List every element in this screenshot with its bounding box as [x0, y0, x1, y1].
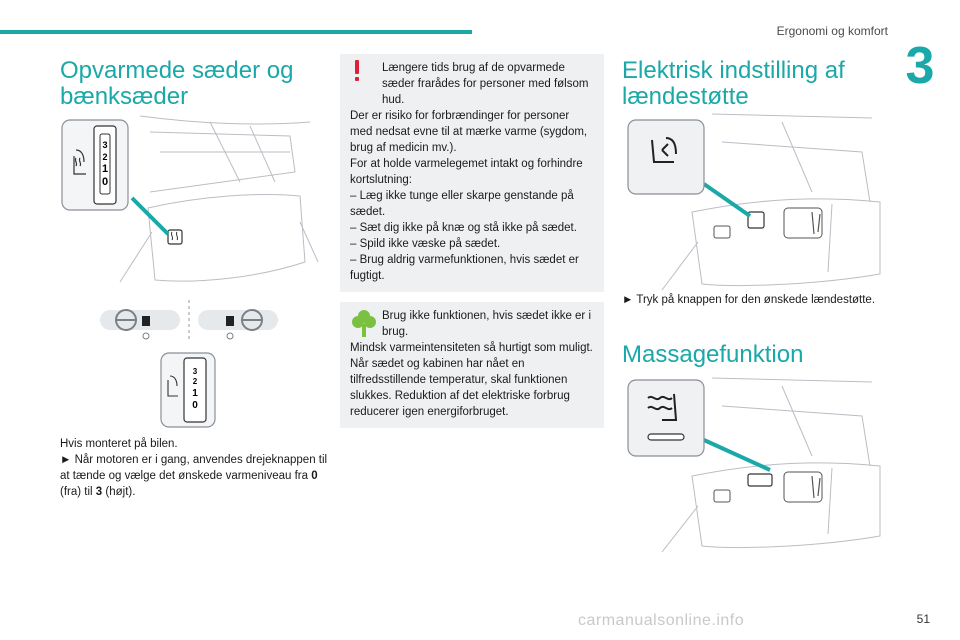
heated-seats-title: Opvarmede sæder og bænksæder: [60, 57, 294, 110]
warning-text: Der er risiko for forbrændinger for pers…: [350, 110, 588, 154]
section-title: Ergonomi og komfort: [776, 24, 888, 38]
massage-button: [747, 473, 773, 487]
lumbar-illustration: [627, 113, 881, 291]
warning-text: – Sæt dig ikke på knæ og stå ikke på sæd…: [350, 222, 577, 234]
page-number: 51: [916, 612, 930, 626]
warning-icon: [355, 60, 359, 81]
rear-seat-heat-dial: 3 2 1 0: [160, 352, 216, 428]
header-accent-bar: [0, 30, 472, 34]
warning-text: – Spild ikke væske på sædet.: [350, 238, 501, 250]
eco-text: Mindsk varmeintensiteten så hurtigt som …: [350, 342, 593, 354]
dial-label: 2: [102, 152, 107, 162]
massage-illustration: [627, 377, 881, 552]
lumbar-instruction: ► Tryk på knappen for den ønskede lændes…: [622, 294, 876, 306]
eco-text: Når sædet og kabinen har nået en tilfred…: [350, 358, 570, 418]
heated-seats-text: Hvis monteret på bilen. ► Når motoren er…: [60, 436, 328, 500]
warning-text: – Læg ikke tunge eller skarpe genstande …: [350, 190, 574, 218]
warning-notice: Længere tids brug af de opvarmede sæder …: [340, 54, 604, 292]
warning-text: Længere tids brug af de opvarmede sæder …: [382, 62, 589, 106]
lumbar-button: [747, 211, 765, 229]
warning-text: – Brug aldrig varmefunktionen, hvis sæde…: [350, 254, 579, 282]
dial-label: 2: [193, 377, 198, 386]
lumbar-icon: [651, 137, 677, 163]
dial-label: 1: [192, 388, 198, 399]
intro-text: Hvis monteret på bilen.: [60, 438, 178, 450]
heated-seat-illustration: 3 2 1 0: [61, 115, 319, 283]
instruction-text: ► Når motoren er i gang, anvendes drejek…: [60, 454, 328, 498]
massage-icon: [647, 393, 678, 421]
steering-wheel-diagrams: [100, 300, 278, 340]
dial-label: 0: [102, 176, 108, 188]
chapter-number: 3: [905, 37, 935, 95]
seat-heat-icon: [167, 375, 178, 397]
eco-leaf-icon: [352, 310, 376, 337]
seat-heat-icon: [73, 149, 86, 175]
lumbar-title: Elektrisk indstilling af lændestøtte: [622, 57, 845, 110]
eco-notice: Brug ikke funktionen, hvis sædet ikke er…: [340, 302, 604, 428]
dial-label: 3: [193, 367, 198, 376]
massage-title: Massagefunktion: [622, 341, 804, 368]
watermark: carmanualsonline.info: [578, 612, 745, 629]
warning-text: For at holde varmelegemet intakt og forh…: [350, 158, 583, 186]
dial-label: 0: [192, 400, 198, 411]
dial-label: 1: [102, 163, 108, 175]
eco-text: Brug ikke funktionen, hvis sædet ikke er…: [382, 310, 592, 338]
dial-label: 3: [102, 140, 107, 150]
seat-heat-button: [167, 229, 183, 245]
